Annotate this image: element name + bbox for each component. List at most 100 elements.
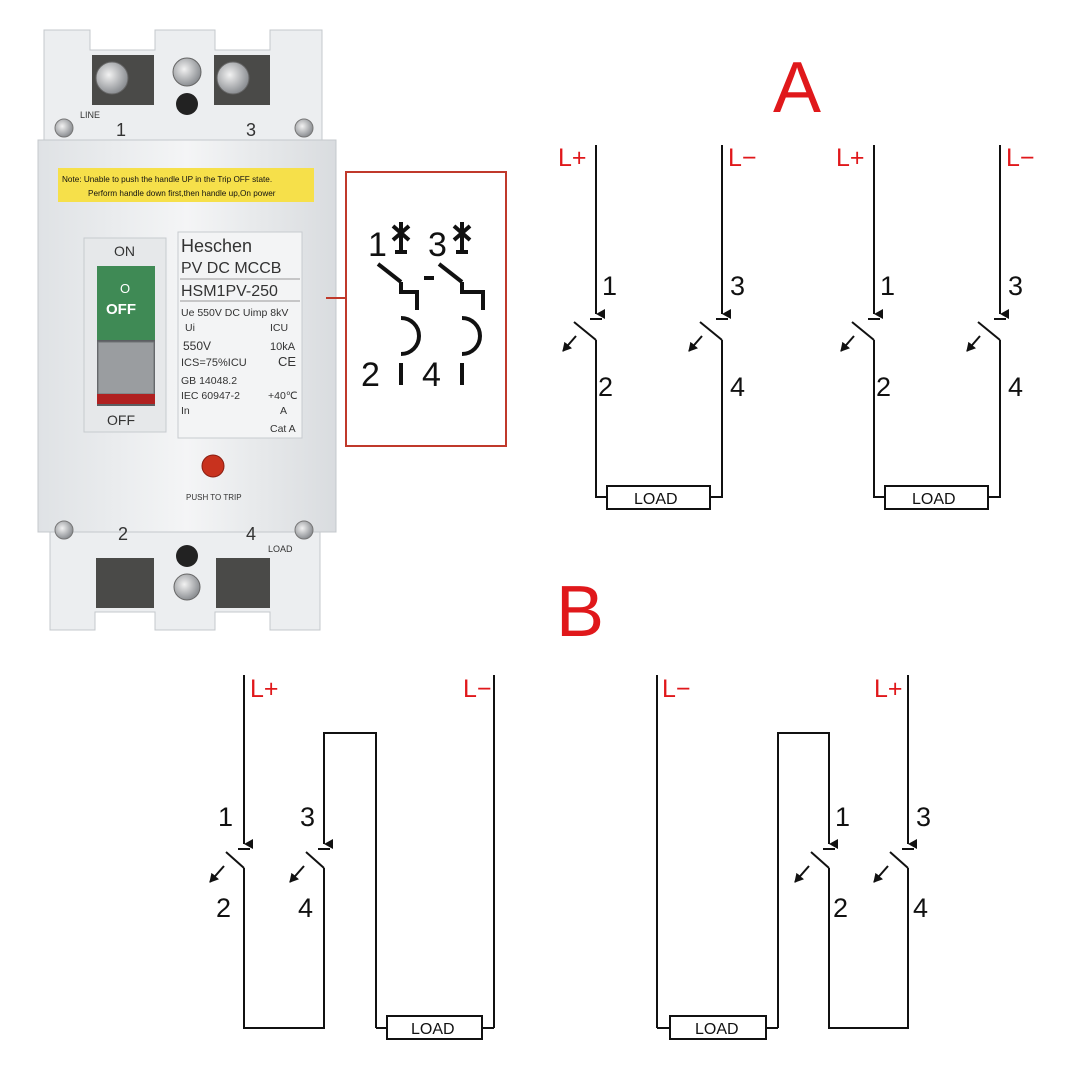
spec-row3-left: 550V [183,339,211,353]
a2-load-box [884,485,989,510]
a1-load-label: LOAD [634,491,678,508]
bottom-terminal-cavity-right [216,558,270,608]
a2-terminal-2: 2 [876,372,891,402]
b1-switch-blade-left [225,851,245,869]
b2-terminal-2: 2 [833,893,848,923]
b1-terminal-4: 4 [298,893,313,923]
breaker-lever-handle[interactable] [97,341,155,395]
warning-note-label [58,168,314,202]
spec-plate [177,231,303,439]
a1-load-box [606,485,711,510]
wiring-diagram-b1: L+ L− 1 3 2 4 LOAD [209,675,495,1040]
spec-row8: Cat A [270,423,296,435]
spec-row3-right: 10kA [270,341,296,353]
spec-row6-right: +40℃ [268,390,298,402]
b1-switch-blade-right [305,851,325,869]
terminal-screw-icon [216,61,250,95]
a1-terminal-4: 4 [730,372,745,402]
a1-load-wire [710,340,723,498]
push-to-trip-button[interactable] [201,454,225,478]
a1-load-wire [595,340,607,498]
breaker-symbol-box: 1 3 2 4 [345,171,507,447]
switch-off-label: OFF [107,412,135,428]
b1-terminal-3: 3 [300,802,315,832]
bottom-terminal-4: 4 [246,524,256,544]
lever-red-mark [97,394,155,404]
terminal-screw-icon [173,573,201,601]
b1-terminal-2: 2 [216,893,231,923]
push-to-trip-label: PUSH TO TRIP [186,493,242,502]
warning-note-line1: Note: Unable to push the handle UP in th… [62,175,272,184]
b2-right-polarity: L+ [874,675,903,703]
b2-switch-blade-left [810,851,830,869]
product-name: PV DC MCCB [181,260,281,277]
b1-load-box [386,1015,483,1040]
b1-load-label: LOAD [411,1021,455,1038]
spec-row6-left: IEC 60947-2 [181,390,240,402]
b2-left-polarity: L− [662,675,691,703]
bottom-label-load: LOAD [268,544,293,554]
wiring-diagram-a2: L+ L− 1 3 2 4 LOAD [836,144,1035,510]
a1-terminal-2: 2 [598,372,613,402]
model-number: HSM1PV-250 [181,283,278,300]
a1-terminal-1: 1 [602,271,617,301]
lever-off-label: OFF [106,301,136,318]
a1-switch-blade-right [699,321,723,341]
spec-row2-left: Ui [185,322,195,334]
a2-load-wire [988,340,1001,498]
a1-left-polarity: L+ [558,144,587,172]
b2-terminal-4: 4 [913,893,928,923]
top-terminal-3: 3 [246,120,256,140]
b2-terminal-3: 3 [916,802,931,832]
spec-row7-right: A [280,405,287,417]
b1-bridge-wire [323,732,377,1028]
mount-screw-icon [294,118,314,138]
symbol-box-frame [345,171,507,447]
b1-trip-arrow-right [289,865,305,883]
section-a-title: A [773,48,821,128]
a2-terminal-3: 3 [1008,271,1023,301]
symbol-pole-1 [376,222,421,385]
b2-return-wire [828,868,909,1029]
spec-row7-left: In [181,405,190,417]
section-b-title: B [556,572,604,652]
brand-name: Heschen [181,236,252,256]
a2-load-label: LOAD [912,491,956,508]
top-label-line: LINE [80,110,100,120]
top-terminal-1: 1 [116,120,126,140]
lever-o-symbol: O [120,281,130,296]
switch-on-label: ON [114,243,135,259]
bottom-terminal-cavity-left [96,558,154,608]
symbol-terminal-3: 3 [428,226,447,264]
a1-trip-arrow-right [688,335,703,352]
symbol-terminal-2: 2 [361,356,380,394]
terminal-hole [176,93,198,115]
a1-switch-blade-left [573,321,597,341]
b2-bridge-wire [777,732,838,1028]
a2-trip-arrow-left [840,335,855,352]
a2-terminal-4: 4 [1008,372,1023,402]
mount-screw-icon [54,520,74,540]
wiring-diagram-a1: L+ L− 1 3 2 4 LOAD [558,144,757,510]
spec-row5: GB 14048.2 [181,375,237,387]
b2-trip-arrow-left [794,865,810,883]
b1-left-polarity: L+ [250,675,279,703]
b2-load-label: LOAD [695,1021,739,1038]
ce-mark: CE [278,354,296,369]
terminal-screw-icon [172,57,202,87]
warning-note-line2: Perform handle down first,then handle up… [88,189,276,198]
a2-terminal-1: 1 [880,271,895,301]
a2-left-polarity: L+ [836,144,865,172]
a1-trip-arrow-left [562,335,577,352]
symbol-pole-2 [437,222,485,385]
a2-right-polarity: L− [1006,144,1035,172]
b1-terminal-1: 1 [218,802,233,832]
a1-terminal-3: 3 [730,271,745,301]
spec-row1: Ue 550V DC Uimp 8kV [181,307,288,319]
terminal-screw-icon [95,61,129,95]
mount-screw-icon [54,118,74,138]
a2-trip-arrow-right [966,335,981,352]
bottom-terminal-2: 2 [118,524,128,544]
